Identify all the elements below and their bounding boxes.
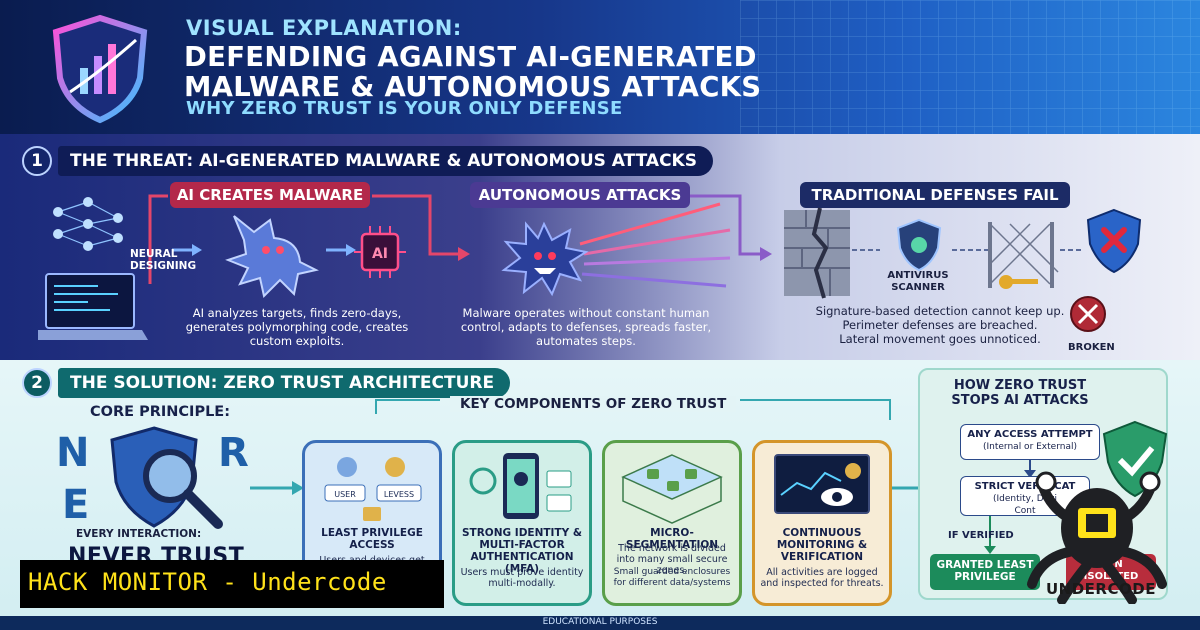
antivirus-shield-icon — [896, 218, 942, 272]
strict-verification-box: STRICT VERIFICAT (Identity, Devi Cont — [960, 476, 1090, 516]
threat-section-title: THE THREAT: AI-GENERATED MALWARE & AUTON… — [58, 146, 713, 176]
autonomous-description: Malware operates without constant human … — [460, 306, 712, 348]
card-description: Users must prove identity multi-modally. — [460, 567, 584, 589]
card-title: MICRO-SEGMENTATION — [625, 527, 719, 551]
broken-wall-icon — [784, 207, 850, 299]
broken-fence-key-icon — [988, 222, 1059, 289]
header-grid-pattern — [740, 0, 1200, 134]
how-flow-arrows — [984, 460, 1036, 554]
key-components-title: KEY COMPONENTS OF ZERO TRUST — [450, 396, 737, 412]
letter-n: N — [56, 430, 90, 476]
threat-section: 1 THE THREAT: AI-GENERATED MALWARE & AUT… — [0, 134, 1200, 360]
threat-flow-arrows — [148, 194, 1082, 288]
broken-icon — [1070, 296, 1106, 332]
solution-section: 2 THE SOLUTION: ZERO TRUST ARCHITECTURE … — [0, 360, 1200, 616]
card-user-tag: USER — [334, 490, 356, 499]
card-title: CONTINUOUS MONITORING & VERIFICATION — [776, 527, 868, 563]
hack-monitor-banner: HACK MONITOR - Undercode — [20, 560, 444, 608]
every-interaction-label: EVERY INTERACTION: — [76, 528, 202, 540]
neural-designing-label: NEURAL DESIGNING — [130, 248, 197, 272]
hack-monitor-text: HACK MONITOR - Undercode — [28, 568, 387, 596]
footer-text: EDUCATIONAL PURPOSES — [542, 617, 658, 627]
core-principle-label: CORE PRINCIPLE: — [90, 404, 231, 420]
virus-monster-icon — [501, 221, 589, 297]
header-banner: VISUAL EXPLANATION: DEFENDING AGAINST AI… — [0, 0, 1200, 134]
card-title: LEAST PRIVILEGE ACCESS — [321, 527, 423, 551]
shield-chart-icon — [52, 14, 148, 124]
card-levels-tag: LEVESS — [384, 490, 414, 499]
traditional-defenses-label: TRADITIONAL DEFENSES FAIL — [800, 182, 1070, 208]
access-attempt-box: ANY ACCESS ATTEMPT (Internal or External… — [960, 424, 1100, 460]
undercode-octopus-logo — [1027, 471, 1167, 604]
how-zero-trust-title: HOW ZERO TRUST STOPS AI ATTACKS — [951, 378, 1089, 408]
ai-creature-icon — [225, 215, 319, 298]
card-mfa: STRONG IDENTITY & MULTI-FACTOR AUTHENTIC… — [452, 440, 592, 606]
letter-e: E — [62, 482, 90, 528]
ai-chip-icon: AI — [354, 226, 406, 278]
denied-shield-icon — [1086, 208, 1142, 274]
card-description: The network is divided into many small s… — [616, 543, 728, 576]
ai-chip-text: AI — [372, 246, 388, 262]
broken-label: BROKEN — [1068, 342, 1115, 353]
antivirus-scanner-label: ANTIVIRUS SCANNER — [887, 270, 949, 293]
phone-fingerprint-icon — [469, 453, 572, 519]
card-continuous-monitoring: CONTINUOUS MONITORING & VERIFICATION All… — [752, 440, 892, 606]
undercode-logo-text: UNDERCODE — [1046, 580, 1156, 598]
page-subtitle: WHY ZERO TRUST IS YOUR ONLY DEFENSE — [186, 98, 623, 119]
footer-bar: EDUCATIONAL PURPOSES — [0, 616, 1200, 630]
solution-section-title: THE SOLUTION: ZERO TRUST ARCHITECTURE — [58, 368, 511, 398]
monitor-eye-icon — [774, 454, 870, 514]
card-description: All activities are logged and inspected … — [760, 567, 884, 589]
card-micro-segmentation: MICRO-SEGMENTATION The network is divide… — [602, 440, 742, 606]
autonomous-attacks-label: AUTONOMOUS ATTACKS — [470, 182, 690, 208]
page-title: DEFENDING AGAINST AI-GENERATED MALWARE &… — [184, 41, 762, 103]
section-number-1: 1 — [22, 146, 52, 176]
ai-creates-malware-label: AI CREATES MALWARE — [170, 182, 370, 208]
card-title: STRONG IDENTITY & MULTI-FACTOR AUTHENTIC… — [461, 527, 583, 575]
card-least-privilege: USER LEVESS LEAST PRIVILEGE ACCESS Users… — [302, 440, 442, 606]
user-lock-icon: USER LEVESS — [324, 457, 422, 521]
card-description-secondary: Small guarded enclosures for different d… — [613, 567, 731, 588]
section-number-2: 2 — [22, 368, 52, 398]
granted-least-privilege-box: GRANTED LEAST PRIVILEGE — [930, 554, 1040, 590]
shield-magnifier-icon — [110, 426, 223, 529]
segmented-network-icon — [621, 454, 723, 524]
traditional-defenses-description: Signature-based detection cannot keep up… — [815, 304, 1065, 346]
letter-r: R — [218, 430, 249, 476]
if-verified-label: IF VERIFIED — [948, 530, 1014, 541]
ai-creates-description: AI analyzes targets, finds zero-days, ge… — [185, 306, 409, 348]
header-kicker: VISUAL EXPLANATION: — [186, 16, 462, 40]
neural-laptop-icon — [38, 197, 148, 340]
